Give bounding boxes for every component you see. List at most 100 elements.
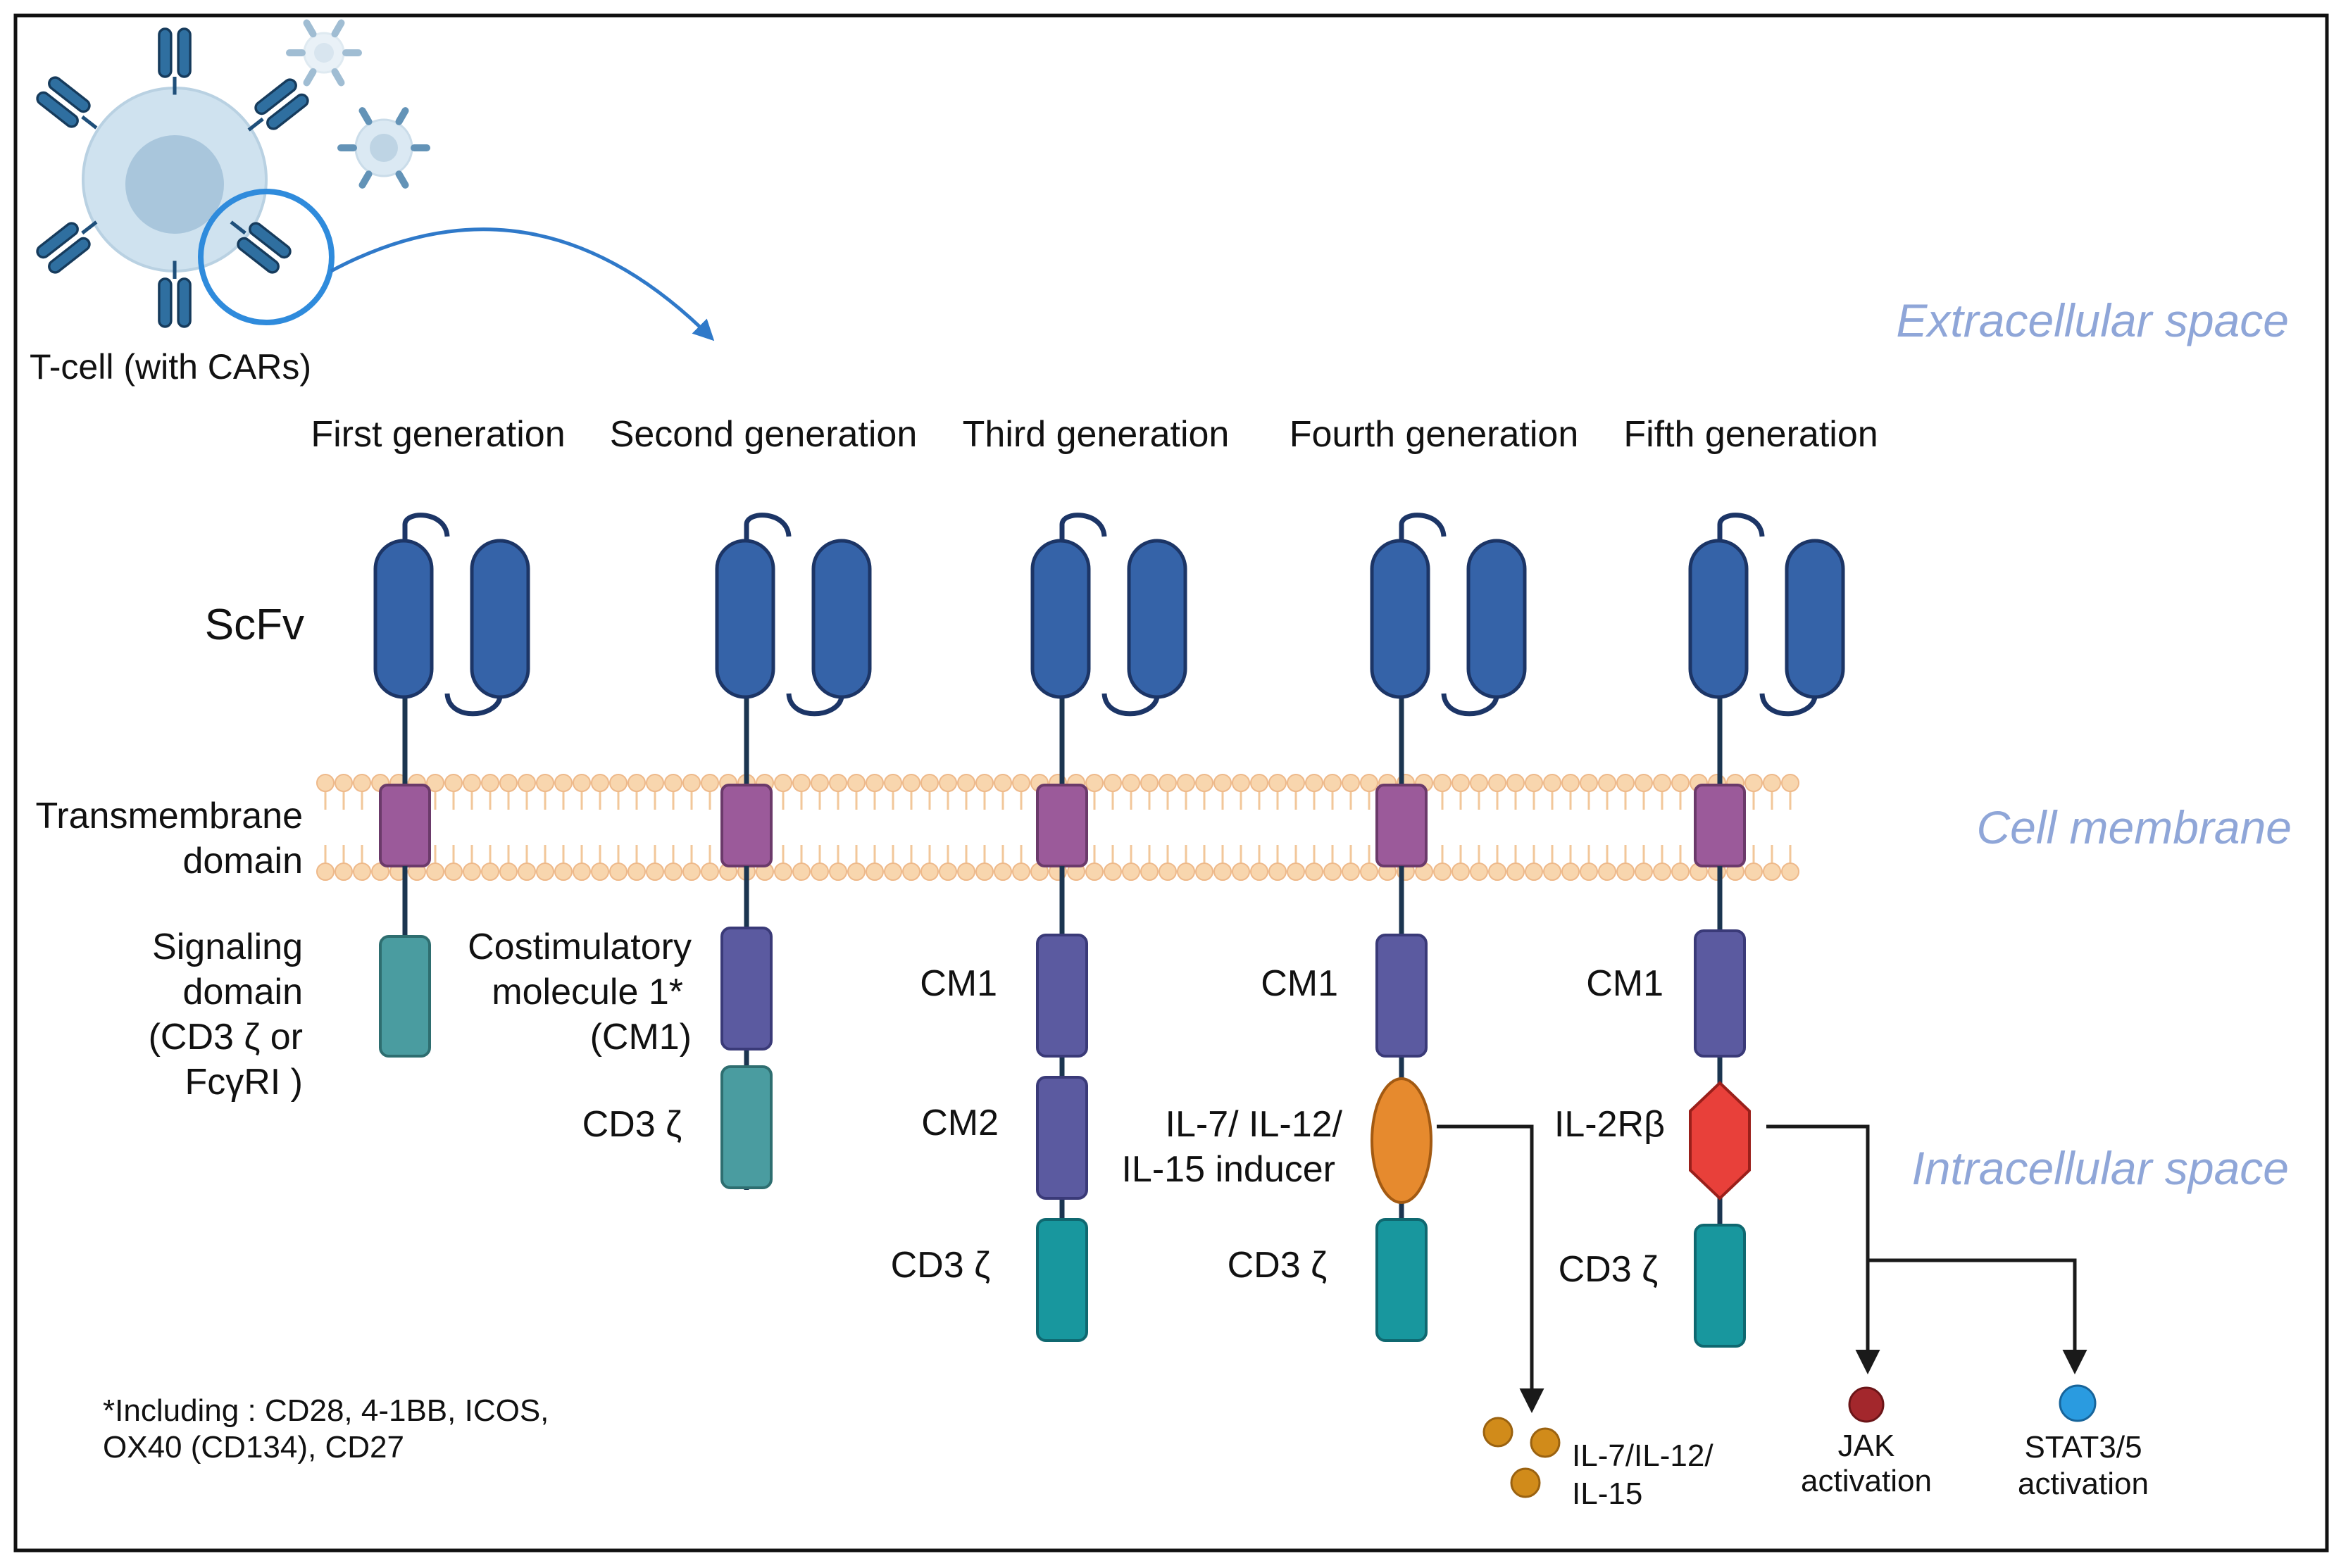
stat-arrow [1868, 1258, 2087, 1374]
lipid-head [1323, 774, 1342, 792]
scfv-domain [715, 513, 872, 717]
mini-car-chain [266, 93, 309, 130]
lipid-head [1781, 863, 1799, 881]
lipid-head [335, 774, 353, 792]
lipid-head [1635, 863, 1653, 881]
mini-car-chain [36, 222, 79, 259]
costimulatory-molecule-cm1 [1375, 934, 1428, 1058]
lipid-head [1506, 863, 1525, 881]
transmembrane-domain [1036, 784, 1088, 867]
jak-label-line1: JAK [1838, 1429, 1895, 1463]
lipid-head [1360, 863, 1378, 881]
distant-tcell [337, 107, 430, 189]
lipid-head [829, 863, 847, 881]
lipid-head [664, 863, 682, 881]
jak-arrow [1766, 1124, 1880, 1374]
gen4-cd3z-label: CD3 ζ [1228, 1245, 1327, 1286]
signaling-label-line2: domain [182, 972, 303, 1012]
gen3-cm2-label: CM2 [921, 1103, 999, 1143]
lipid-head [573, 863, 591, 881]
lipid-head [518, 863, 536, 881]
lipid-head [1140, 863, 1159, 881]
lipid-head [1744, 774, 1763, 792]
lipid-head [1452, 774, 1470, 792]
scfv-linker [1101, 693, 1160, 717]
lipid-head [1763, 863, 1781, 881]
lipid-head [628, 774, 646, 792]
costim-label-line1: Costimulatory [468, 927, 692, 967]
lipid-head [1177, 774, 1195, 792]
scfv-hinge-loop [1059, 513, 1107, 549]
lipid-head [1012, 863, 1030, 881]
il2rb-domain [1689, 1081, 1751, 1200]
lipid-head [1488, 863, 1506, 881]
cytokine-dot [1510, 1467, 1541, 1498]
stat-molecule [2059, 1384, 2097, 1422]
scfv-vl-chain [1127, 539, 1187, 699]
scfv-vl-chain [1785, 539, 1845, 699]
lipid-head [518, 774, 536, 792]
distant-car [337, 144, 357, 151]
distant-car [303, 68, 317, 87]
lipid-head [1342, 774, 1360, 792]
lipid-head [1433, 774, 1452, 792]
tcell-label: T-cell (with CARs) [30, 347, 311, 387]
footnote-line1: *Including : CD28, 4-1BB, ICOS, [103, 1393, 549, 1428]
lipid-head [1360, 774, 1378, 792]
lipid-head [426, 774, 444, 792]
lipid-head [975, 863, 994, 881]
signaling-domain-cd3z [1375, 1218, 1428, 1342]
lipid-head [1433, 863, 1452, 881]
stat-label-line2: activation [2018, 1467, 2149, 1501]
signaling-label-line1: Signaling [152, 927, 303, 967]
signaling-label-line3: (CD3 ζ or [149, 1017, 303, 1058]
lipid-head [316, 863, 335, 881]
lipid-head [847, 863, 866, 881]
mini-car-stalk [230, 220, 246, 235]
lipid-head [829, 774, 847, 792]
generation-title-4: Fourth generation [1290, 414, 1579, 455]
lipid-head [1470, 863, 1488, 881]
distant-car [286, 49, 306, 56]
lipid-head [1525, 863, 1543, 881]
lipid-head [1268, 774, 1287, 792]
scfv-domain [1688, 513, 1845, 717]
lipid-head [1671, 774, 1690, 792]
lipid-head [536, 774, 554, 792]
lipid-head [1580, 863, 1598, 881]
transmembrane-domain [1694, 784, 1746, 867]
mini-car-receptor [247, 78, 309, 132]
lipid-head [463, 774, 481, 792]
lipid-head [554, 774, 573, 792]
mini-car-chain [177, 277, 192, 328]
mini-car-receptor [158, 27, 192, 95]
lipid-head [1616, 863, 1635, 881]
distant-car [358, 170, 373, 189]
lipid-head [1543, 774, 1561, 792]
lipid-head [499, 774, 518, 792]
signaling-domain-cd3z [379, 935, 431, 1058]
lipid-head [1452, 863, 1470, 881]
mini-car-receptor [230, 220, 292, 274]
scfv-hinge-loop [1399, 513, 1447, 549]
lipid-head [939, 774, 957, 792]
lipid-head [1744, 863, 1763, 881]
lipid-head [316, 774, 335, 792]
mini-car-chain [48, 76, 91, 113]
lipid-head [1287, 863, 1305, 881]
lipid-head [792, 863, 811, 881]
lipid-head [1122, 863, 1140, 881]
transmembrane-domain [1375, 784, 1428, 867]
costimulatory-molecule-cm1 [720, 927, 773, 1050]
lipid-head [1305, 863, 1323, 881]
transmembrane-label-line1: Transmembrane [35, 796, 303, 836]
lipid-head [1671, 863, 1690, 881]
lipid-head [1195, 774, 1213, 792]
lipid-head [664, 774, 682, 792]
gen4-cm1-label: CM1 [1261, 963, 1338, 1004]
stat-label-line1: STAT3/5 [2024, 1430, 2142, 1464]
lipid-head [902, 863, 920, 881]
signaling-domain-cd3z [1694, 1224, 1746, 1348]
lipid-head [1616, 774, 1635, 792]
lipid-head [1488, 774, 1506, 792]
